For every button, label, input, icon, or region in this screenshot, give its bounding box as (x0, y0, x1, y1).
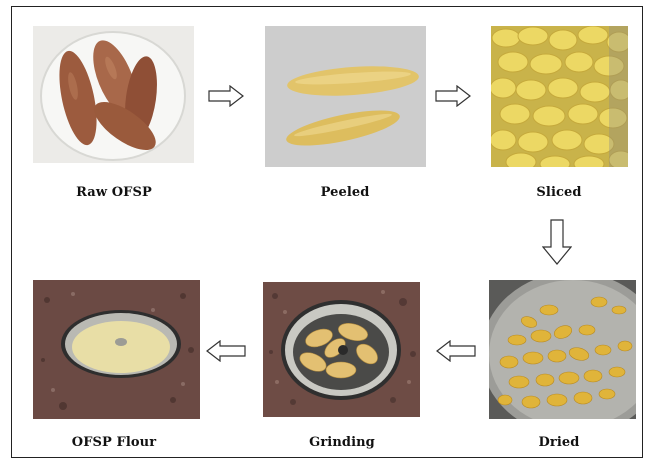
raw-ofsp-photo (33, 26, 194, 163)
ofsp-flour-photo (33, 280, 200, 419)
step-label-sliced: Sliced (474, 185, 644, 200)
arrow-left-icon (206, 340, 246, 362)
dried-photo (489, 280, 636, 419)
sliced-photo (491, 26, 628, 167)
peeled-photo (265, 26, 426, 167)
figure-frame: Raw OFSP Peeled Sliced (11, 6, 643, 458)
step-label-grinding: Grinding (257, 435, 427, 450)
step-label-flour: OFSP Flour (29, 435, 199, 450)
arrow-left-icon (436, 340, 476, 362)
step-label-peeled: Peeled (260, 185, 430, 200)
arrow-down-icon (542, 219, 572, 265)
step-label-raw: Raw OFSP (29, 185, 199, 200)
arrow-right-icon (435, 85, 471, 107)
arrow-right-icon (208, 85, 244, 107)
grinding-photo (263, 282, 420, 417)
step-label-dried: Dried (474, 435, 644, 450)
